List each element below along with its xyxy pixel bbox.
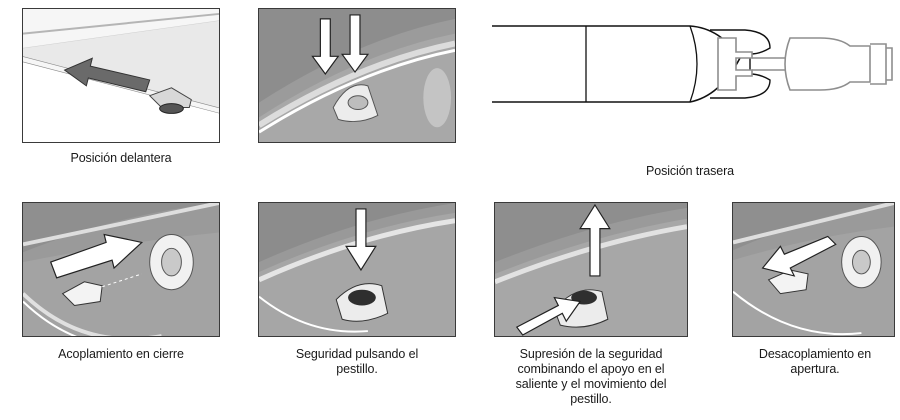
- caption-posicion-trasera: Posición trasera: [645, 164, 735, 178]
- caption-supresion: Supresión de la seguridad combinando el …: [515, 347, 667, 406]
- caption-seguridad: Seguridad pulsando el pestillo.: [295, 347, 419, 376]
- figure-desacoplamiento: [732, 202, 895, 337]
- figure-acoplamiento: [22, 202, 220, 337]
- caption-desacoplamiento: Desacoplamiento en apertura.: [758, 347, 872, 376]
- figure-supresion: [494, 202, 688, 337]
- caption-posicion-delantera: Posición delantera: [70, 151, 172, 165]
- figure-posicion-delantera: [22, 8, 220, 143]
- figure-latch-arrows-down: [258, 8, 456, 143]
- figure-seguridad: [258, 202, 456, 337]
- caption-acoplamiento: Acoplamiento en cierre: [58, 347, 184, 361]
- figure-posicion-trasera: [490, 8, 900, 120]
